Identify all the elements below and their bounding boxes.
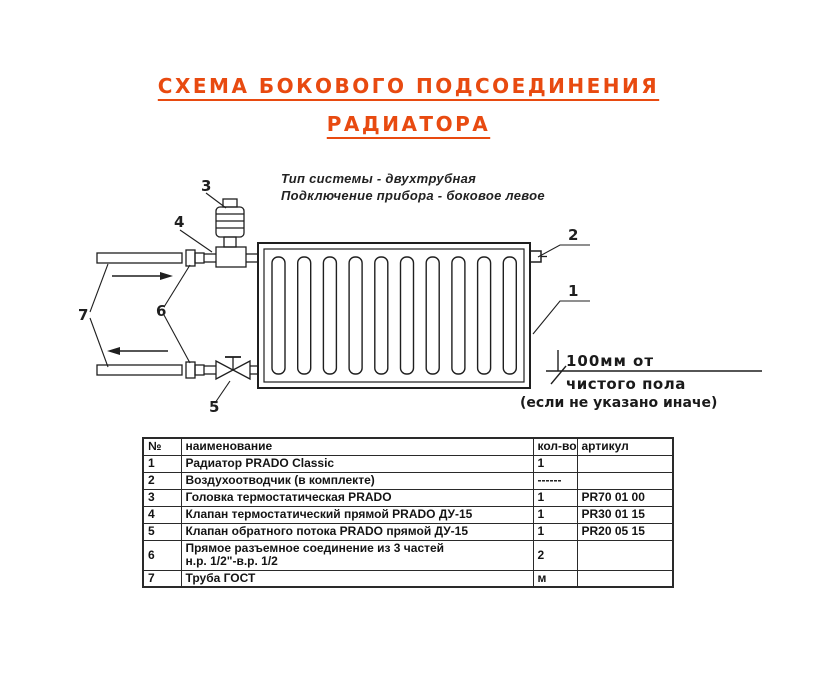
header-article: артикул — [576, 437, 674, 456]
row-name: Радиатор PRADO Classic — [180, 454, 534, 473]
table-row: 3 Головка термостатическая PRADO 1 PR70 … — [142, 488, 674, 507]
floor-level-line — [546, 350, 762, 385]
row-qty: 1 — [532, 505, 578, 524]
callout-3: 3 — [201, 177, 211, 195]
row-article — [576, 569, 674, 588]
header-name: наименование — [180, 437, 534, 456]
floor-note-line3: (если не указано иначе) — [520, 395, 718, 411]
row-name: Прямое разъемное соединение из 3 частей … — [180, 539, 534, 571]
table-header-row: № наименование кол-во артикул — [142, 437, 674, 456]
callout-7: 7 — [78, 306, 88, 324]
connection-type-note: Подключение прибора - боковое левое — [281, 188, 545, 203]
row-qty: 2 — [532, 539, 578, 571]
title-line2: РАДИАТОРА — [326, 112, 491, 136]
row-name: Воздухоотводчик (в комплекте) — [180, 471, 534, 490]
row-article: PR30 01 15 — [576, 505, 674, 524]
supply-pipe — [96, 252, 183, 264]
bill-of-materials-table: № наименование кол-во артикул 1 Радиатор… — [142, 437, 674, 588]
return-valve — [204, 356, 258, 381]
table-row: 5 Клапан обратного потока PRADO прямой Д… — [142, 522, 674, 541]
row-num: 3 — [142, 488, 182, 507]
callout-2: 2 — [568, 226, 578, 244]
union-fitting-bottom — [185, 361, 205, 379]
row-qty: 1 — [532, 488, 578, 507]
row-num: 6 — [142, 539, 182, 571]
title-line1: СХЕМА БОКОВОГО ПОДСОЕДИНЕНИЯ — [157, 74, 660, 98]
row-article — [576, 539, 674, 571]
callout-4: 4 — [174, 213, 184, 231]
radiator-body — [257, 242, 531, 389]
thermostatic-valve — [204, 236, 258, 268]
header-num: № — [142, 437, 182, 456]
row-name: Клапан термостатический прямой PRADO ДУ-… — [180, 505, 534, 524]
row-name-line1: Прямое разъемное соединение из 3 частей — [185, 541, 445, 555]
row-num: 1 — [142, 454, 182, 473]
row-name: Труба ГОСТ — [180, 569, 534, 588]
flow-arrow-return — [107, 347, 168, 355]
thermostatic-head — [215, 198, 245, 238]
row-qty: 1 — [532, 522, 578, 541]
callout-1: 1 — [568, 282, 578, 300]
floor-note-line1: 100мм от — [566, 352, 655, 370]
row-qty: 1 — [532, 454, 578, 473]
row-article: PR20 05 15 — [576, 522, 674, 541]
page-title: СХЕМА БОКОВОГО ПОДСОЕДИНЕНИЯ РАДИАТОРА — [0, 74, 817, 136]
row-article: PR70 01 00 — [576, 488, 674, 507]
row-qty: м — [532, 569, 578, 588]
callout-5: 5 — [209, 398, 219, 416]
table-row: 6 Прямое разъемное соединение из 3 часте… — [142, 539, 674, 571]
table-row: 1 Радиатор PRADO Classic 1 — [142, 454, 674, 473]
row-article — [576, 471, 674, 490]
table-row: 7 Труба ГОСТ м — [142, 569, 674, 588]
flow-arrow-supply — [112, 272, 173, 280]
callout-6: 6 — [156, 302, 166, 320]
table-row: 4 Клапан термостатический прямой PRADO Д… — [142, 505, 674, 524]
system-type-note: Тип системы - двухтрубная — [281, 171, 477, 186]
row-num: 4 — [142, 505, 182, 524]
row-name-line2: н.р. 1/2"-в.р. 1/2 — [185, 554, 278, 568]
header-qty: кол-во — [532, 437, 578, 456]
row-num: 7 — [142, 569, 182, 588]
row-article — [576, 454, 674, 473]
row-num: 2 — [142, 471, 182, 490]
air-vent — [529, 250, 547, 263]
row-num: 5 — [142, 522, 182, 541]
row-qty: ------ — [532, 471, 578, 490]
system-notes: Тип системы - двухтрубная Подключение пр… — [281, 170, 545, 204]
row-name: Клапан обратного потока PRADO прямой ДУ-… — [180, 522, 534, 541]
radiator-fins — [271, 256, 517, 375]
union-fitting-top — [185, 249, 205, 267]
callout-leaders — [89, 192, 590, 404]
floor-note-line2: чистого пола — [566, 375, 686, 393]
table-row: 2 Воздухоотводчик (в комплекте) ------ — [142, 471, 674, 490]
return-pipe — [96, 364, 183, 376]
row-name: Головка термостатическая PRADO — [180, 488, 534, 507]
